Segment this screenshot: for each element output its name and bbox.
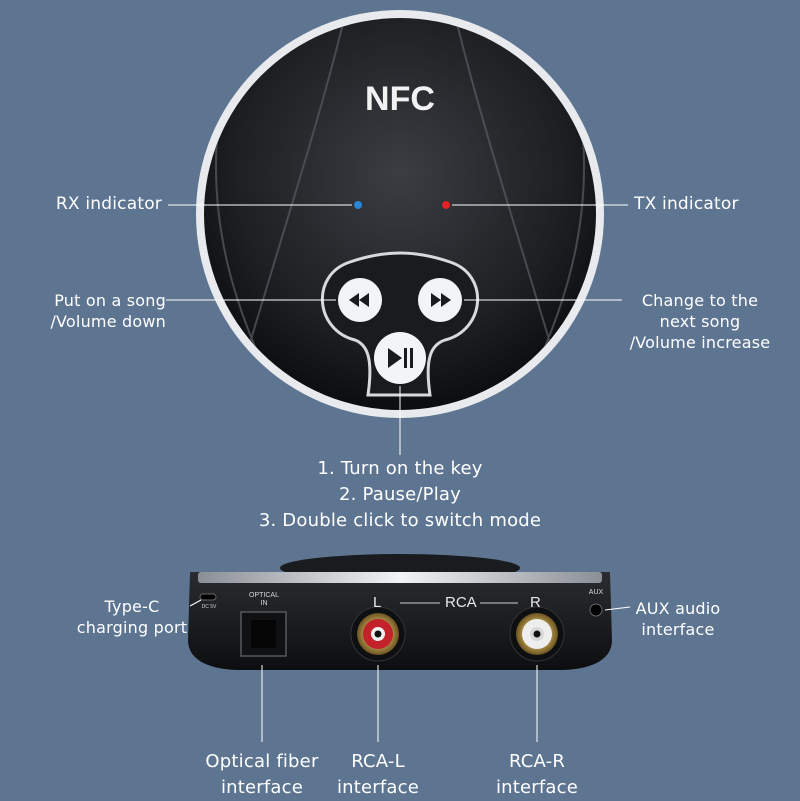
fast-forward-icon <box>431 293 451 307</box>
optical-port-hole <box>251 620 276 648</box>
rca-l-callout: RCA-L interface <box>336 751 420 798</box>
aux-callout: AUX audio interface <box>635 599 721 639</box>
dc-label: DC 5V <box>201 604 217 610</box>
play-pause-icon <box>388 348 413 368</box>
rewind-icon <box>349 293 369 307</box>
rx-led <box>354 201 362 209</box>
bottom-device-rim <box>198 572 602 583</box>
optical-in-label: OPTICAL IN <box>249 592 279 607</box>
tx-indicator-label: TX indicator <box>634 194 739 214</box>
rca-text: RCA <box>445 594 477 611</box>
nfc-label: NFC <box>365 80 435 118</box>
next-callout: Change to the next song /Volume increase <box>629 291 771 352</box>
aux-jack <box>589 603 603 617</box>
type-c-port <box>199 593 217 601</box>
rca-r-callout: RCA-R interface <box>495 751 579 798</box>
type-c-callout: Type-C charging port <box>76 597 188 637</box>
prev-callout: Put on a song /Volume down <box>50 291 166 331</box>
top-device-face <box>204 18 596 410</box>
rx-indicator-label: RX indicator <box>55 194 162 214</box>
rca-r-letter: R <box>530 594 541 611</box>
rca-l-letter: L <box>373 594 382 611</box>
optical-callout: Optical fiber interface <box>205 751 319 798</box>
center-callout: 1. Turn on the key 2. Pause/Play 3. Doub… <box>258 458 542 531</box>
tx-led <box>442 201 450 209</box>
aux-label: AUX <box>588 589 604 596</box>
